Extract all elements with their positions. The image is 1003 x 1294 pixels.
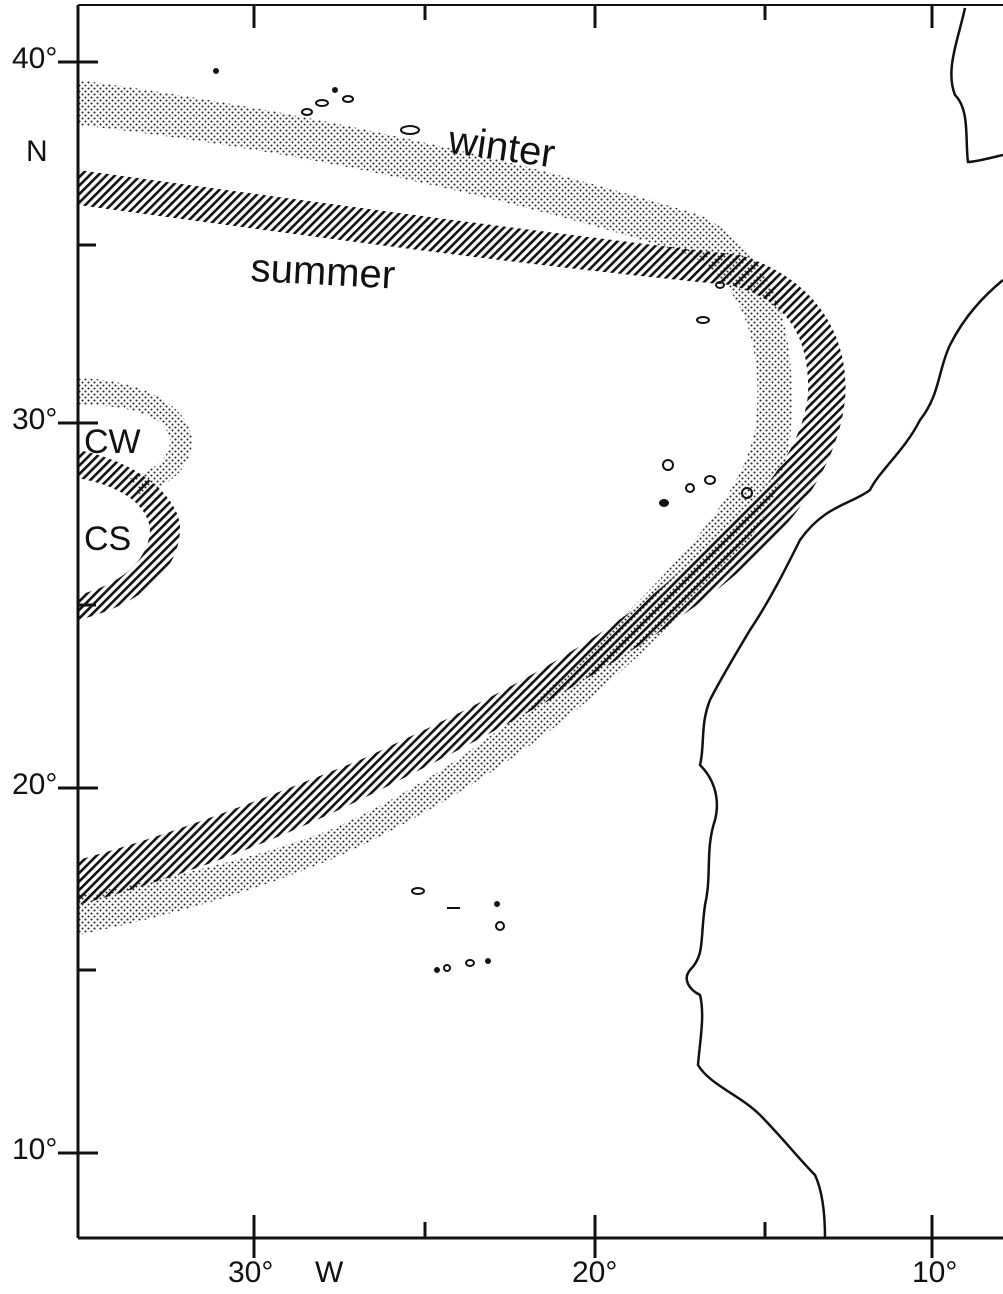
lon-label-20: 20° [572,1256,618,1289]
azores-islands [213,68,420,135]
madeira-islands [696,281,725,324]
lat-ticks [58,60,98,1155]
iberian-coastline [950,7,1003,164]
lon-label-30: 30° [228,1256,274,1289]
lon-label-10: 10° [912,1256,958,1289]
cs-band [78,450,181,620]
summer-label: summer [249,246,397,298]
lat-label-30: 30° [12,403,58,436]
lon-hemisphere-label: W [315,1256,344,1289]
lat-label-20: 20° [12,768,58,801]
cs-label: CS [84,520,132,558]
cw-band [78,378,192,495]
summer-front-band [78,170,846,905]
lat-label-10: 10° [12,1133,58,1166]
african-coastline [685,279,1003,1239]
lat-label-40: 40° [12,42,58,75]
cw-label: CW [84,423,141,461]
lat-hemisphere-label: N [26,135,48,168]
cape-verde-islands [411,887,505,973]
lon-ticks [252,5,934,1258]
canary-islands [659,459,753,507]
